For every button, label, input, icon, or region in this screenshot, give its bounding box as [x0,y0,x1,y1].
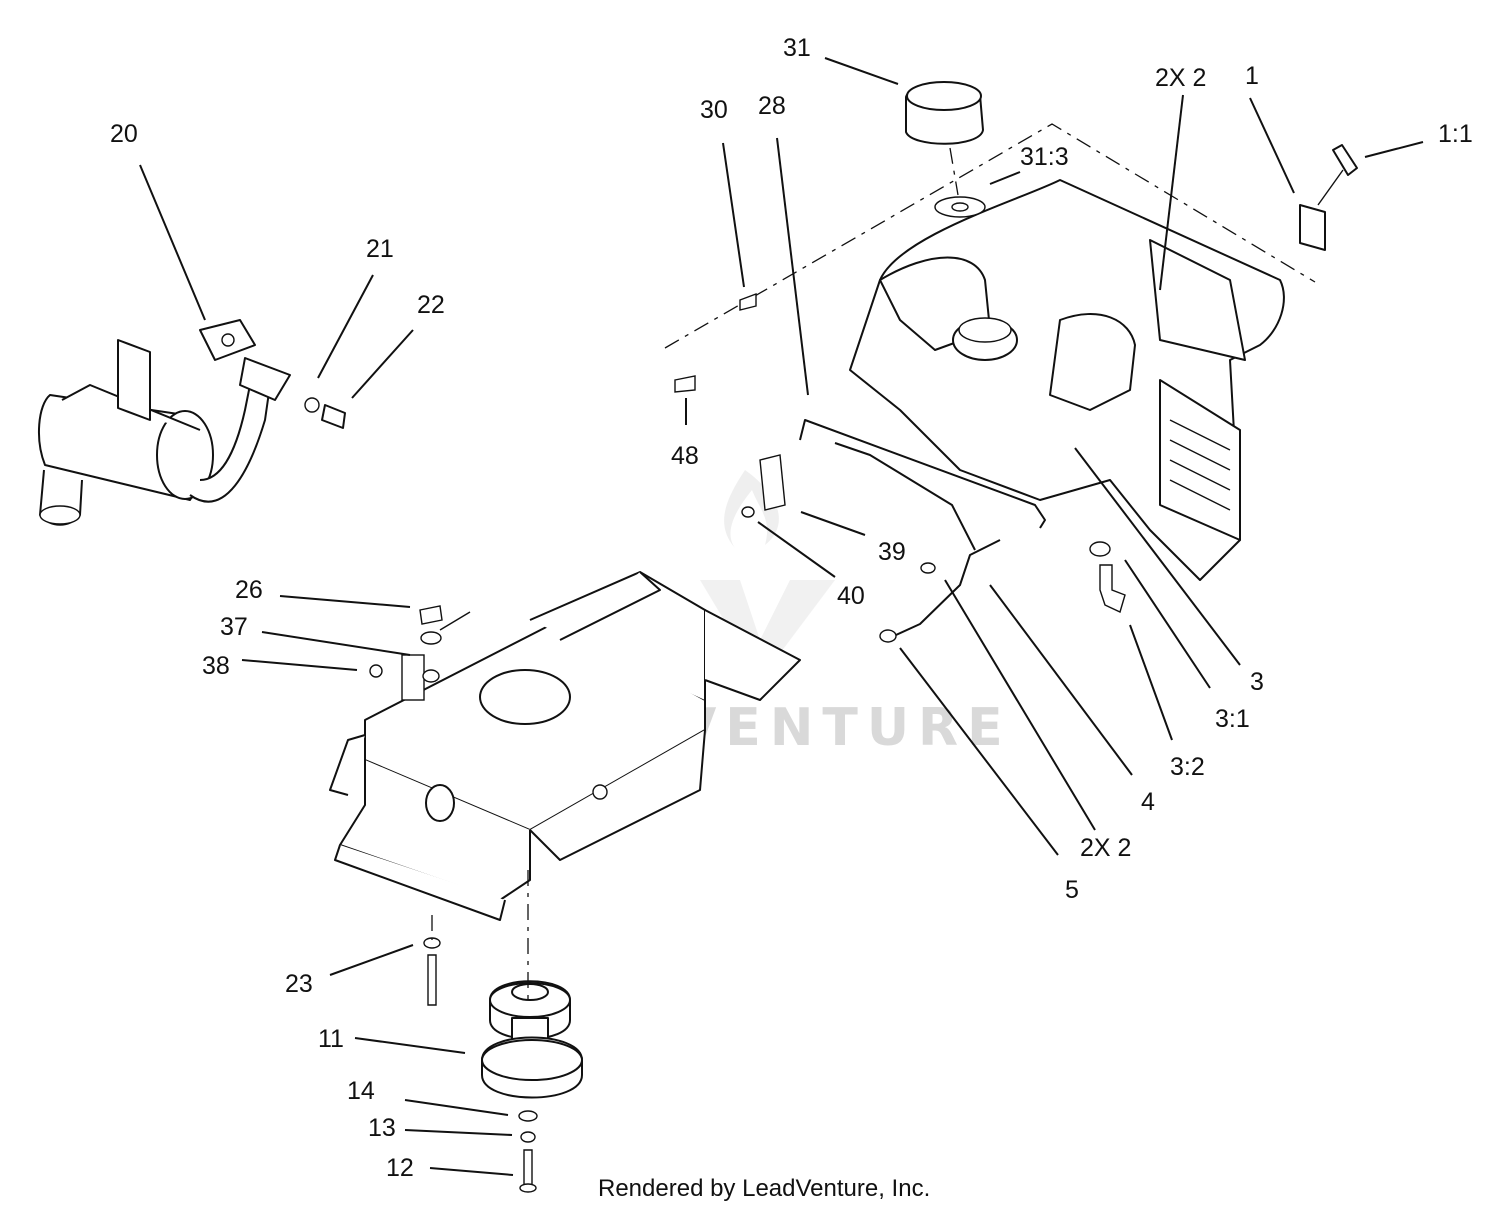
leader-lines [139,57,1424,1176]
callout-2x2-bottom: 2X 2 [1080,834,1131,862]
render-credit: Rendered by LeadVenture, Inc. [598,1175,930,1202]
callout-40: 40 [837,582,865,610]
callout-1: 1 [1245,62,1259,90]
callout-31: 31 [783,34,811,62]
muffler-bolt [304,397,346,429]
callout-39: 39 [878,538,906,566]
muffler [38,319,291,526]
callout-22: 22 [417,291,445,319]
callout-28: 28 [758,92,786,120]
callout-14: 14 [347,1077,375,1105]
callout-31-3: 31:3 [1020,143,1069,171]
fuel-shutoff-valve [1299,144,1358,251]
callout-20: 20 [110,120,138,148]
callout-30: 30 [700,96,728,124]
callout-37: 37 [220,613,248,641]
callout-3-1: 3:1 [1215,705,1250,733]
callout-3-2: 3:2 [1170,753,1205,781]
fuel-cap [905,81,986,218]
frame-hardware [369,605,471,683]
pulley [481,870,583,1193]
callout-21: 21 [366,235,394,263]
fuel-line [674,292,1046,643]
callout-11: 11 [318,1025,344,1053]
callout-38: 38 [202,652,230,680]
callout-23: 23 [285,970,313,998]
engine-frame [329,571,801,921]
callout-13: 13 [368,1114,396,1142]
callout-2x2-top: 2X 2 [1155,64,1206,92]
callout-4: 4 [1141,788,1155,816]
fuel-tank [849,179,1285,581]
callout-12: 12 [386,1154,414,1182]
callout-5: 5 [1065,876,1079,904]
callout-3: 3 [1250,668,1264,696]
frame-bolt [423,915,441,1006]
tank-fitting [1089,541,1126,613]
callout-1-1: 1:1 [1438,120,1473,148]
callout-26: 26 [235,576,263,604]
callout-48: 48 [671,442,699,470]
